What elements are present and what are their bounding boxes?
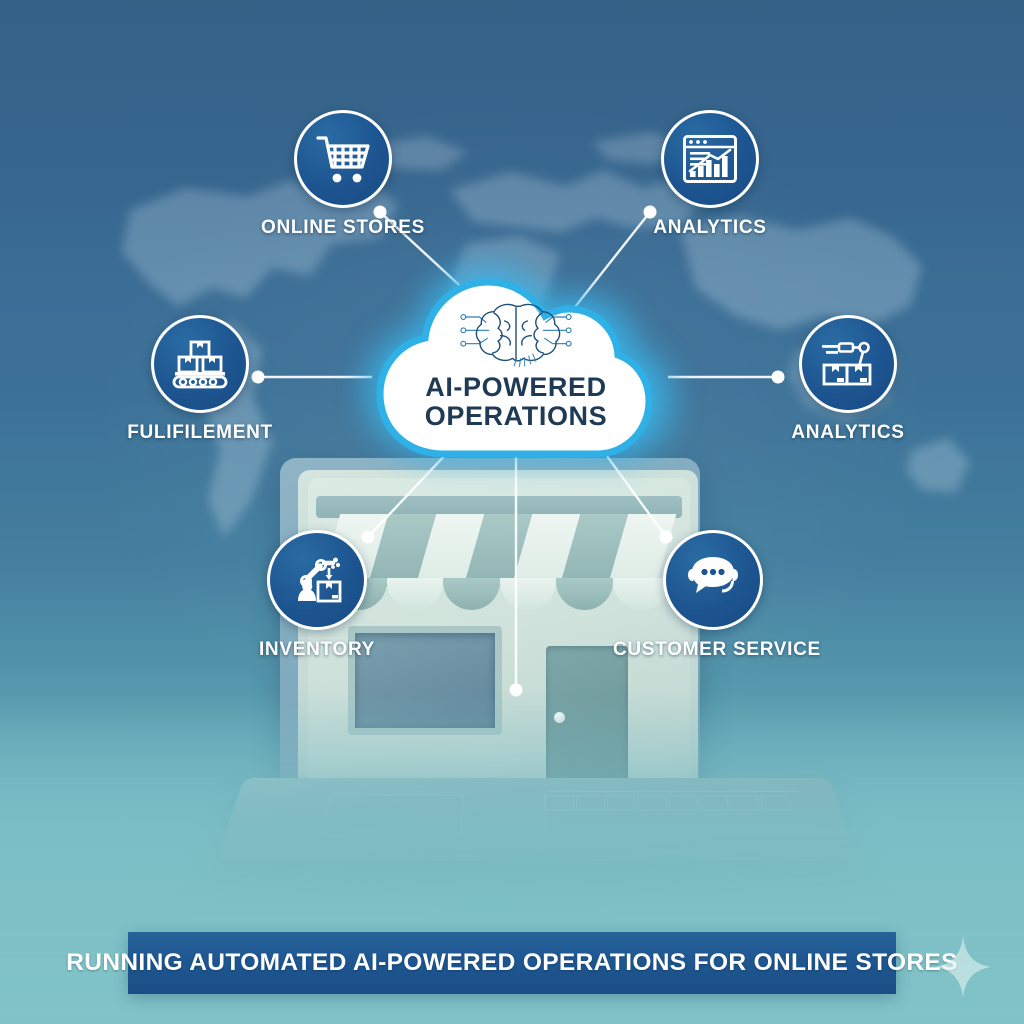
online-stores-disc[interactable] (294, 110, 392, 208)
device-shadow (180, 840, 860, 910)
analytics-top-disc[interactable] (661, 110, 759, 208)
fulfilment-disc[interactable] (151, 315, 249, 413)
storefront-door (546, 646, 628, 796)
chat-headset-icon (688, 557, 738, 593)
node-analytics-top[interactable]: ANALYTICS (615, 110, 805, 239)
analytics-right-disc[interactable] (799, 315, 897, 413)
online-stores-label: ONLINE STORES (261, 217, 425, 238)
conveyor-boxes-icon (172, 340, 228, 389)
ai-hub-cloud: AI-POWERED OPERATIONS (366, 258, 672, 463)
hub-title-line2: OPERATIONS (424, 400, 608, 431)
door-knob (554, 712, 565, 723)
hub-title-line1: AI-POWERED (425, 371, 607, 402)
sparkle-icon (935, 936, 991, 998)
banner-text: RUNNING AUTOMATED AI-POWERED OPERATIONS … (66, 949, 958, 976)
node-inventory[interactable]: INVENTORY (222, 530, 412, 661)
node-customer-service[interactable]: CUSTOMER SERVICE (613, 530, 821, 661)
fulfilment-label: FULIFILEMENT (127, 422, 273, 443)
customer-service-disc[interactable] (663, 530, 763, 630)
laptop-keyboard (544, 790, 812, 833)
hub-title: AI-POWERED OPERATIONS (424, 371, 608, 431)
inventory-disc[interactable] (267, 530, 367, 630)
node-analytics-right[interactable]: ANALYTICS (753, 315, 943, 444)
node-fulfilment[interactable]: FULIFILEMENT (105, 315, 295, 444)
node-online-stores[interactable]: ONLINE STORES (248, 110, 438, 239)
robot-arm-box-icon (298, 557, 342, 603)
bottom-banner: RUNNING AUTOMATED AI-POWERED OPERATIONS … (66, 932, 957, 994)
laptop-trackpad (320, 794, 465, 836)
customer-service-label: CUSTOMER SERVICE (613, 639, 821, 660)
warehouse-robot-icon (822, 341, 872, 386)
inventory-label: INVENTORY (258, 639, 376, 660)
analytics-top-label: ANALYTICS (653, 217, 767, 238)
brain-circuit-icon (460, 303, 572, 367)
shopping-cart-icon (316, 136, 370, 183)
analytics-right-label: ANALYTICS (791, 422, 905, 443)
analytics-dashboard-icon (683, 135, 737, 183)
